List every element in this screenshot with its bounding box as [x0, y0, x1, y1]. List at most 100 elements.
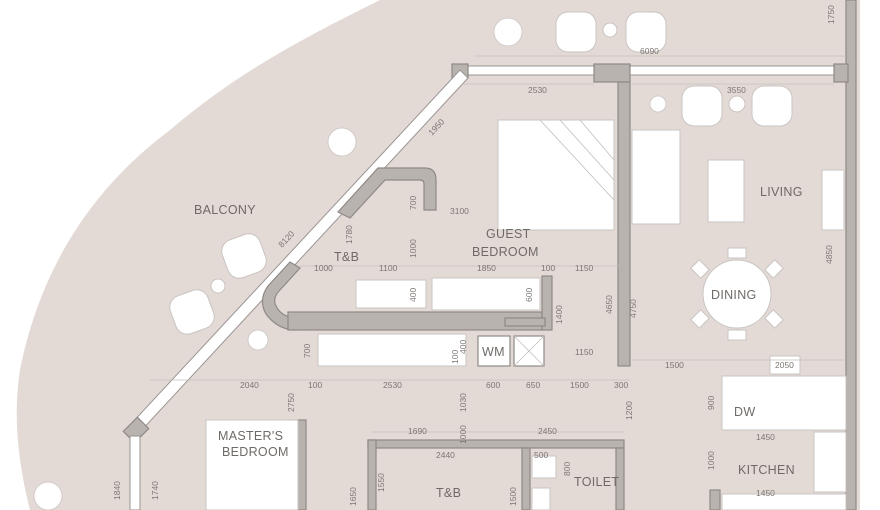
dim-800: 800: [562, 462, 572, 476]
dining-chair-2: [727, 329, 747, 341]
wall-tb-lower-left: [367, 439, 377, 510]
wall-stub: [504, 317, 546, 327]
dim-1200: 1200: [624, 401, 634, 420]
dim-1500: 1500: [570, 380, 589, 390]
dim-1780: 1780: [344, 225, 354, 244]
window-wall-left: [129, 435, 141, 510]
wall-guest-living: [617, 81, 631, 367]
floor-area: [16, 0, 861, 510]
dining-chair-4: [764, 259, 784, 279]
kitchen-counter-top: [721, 375, 847, 431]
side-table: [728, 95, 746, 113]
balcony-chair-1: [555, 11, 597, 53]
room-label-kitchen: KITCHEN: [738, 463, 795, 477]
column-top-mid: [593, 63, 631, 83]
room-label-balcony: BALCONY: [194, 203, 256, 217]
room-label-dw: DW: [734, 405, 755, 419]
dim-1550: 1550: [376, 473, 386, 492]
dim-1450b: 1450: [756, 488, 775, 498]
plant-5: [649, 95, 667, 113]
column-top-right: [833, 63, 849, 83]
sofa: [631, 129, 681, 225]
dim-1850: 1850: [477, 263, 496, 273]
dim-2440: 2440: [436, 450, 455, 460]
room-label-dining: DINING: [711, 288, 757, 302]
dim-1000b: 1000: [408, 239, 418, 258]
dim-1500-tb: 1500: [508, 487, 518, 506]
wardrobe-mid: [317, 333, 467, 367]
wm-box: [477, 335, 511, 367]
dim-1100: 1100: [379, 263, 398, 273]
room-label-bedroom: BEDROOM: [472, 245, 539, 259]
dim-1840: 1840: [112, 481, 122, 500]
balcony-chair-2: [625, 11, 667, 53]
dim-700: 700: [408, 196, 418, 210]
balcony-table-top: [602, 22, 618, 38]
dim-650: 650: [526, 380, 540, 390]
dim-600: 600: [524, 288, 534, 302]
dim-2530b: 2530: [383, 380, 402, 390]
dim-900: 900: [706, 396, 716, 410]
room-label-wm: WM: [482, 345, 505, 359]
room-label-living: LIVING: [760, 185, 803, 199]
dim-1450a: 1450: [756, 432, 775, 442]
plant-1: [493, 17, 523, 47]
tb-counter: [355, 279, 427, 309]
wall-kitchen-left: [709, 489, 721, 510]
tb-upper-block: [337, 167, 437, 219]
dim-500: 500: [534, 450, 548, 460]
dim-600b: 600: [486, 380, 500, 390]
dim-300: 300: [614, 380, 628, 390]
wall-toilet-left: [521, 447, 531, 510]
dim-1690: 1690: [408, 426, 427, 436]
room-label-tb-lower: T&B: [436, 486, 461, 500]
dim-100a: 100: [541, 263, 555, 273]
balcony-chair-3: [221, 233, 267, 279]
armchair-2: [751, 85, 793, 127]
dim-1650: 1650: [348, 487, 358, 506]
toilet-wc: [531, 487, 551, 510]
dim-1500-living: 1500: [665, 360, 684, 370]
dim-6090: 6090: [640, 46, 659, 56]
dim-700b: 700: [302, 344, 312, 358]
armchair-1: [681, 85, 723, 127]
guest-bed: [497, 119, 615, 231]
dim-2050: 2050: [775, 360, 794, 370]
masters-bed: [205, 419, 299, 510]
dim-1150b: 1150: [575, 347, 594, 357]
dim-3100: 3100: [450, 206, 469, 216]
kitchen-sink-area: [813, 431, 847, 493]
dim-3550: 3550: [727, 85, 746, 95]
dim-400: 400: [408, 288, 418, 302]
fridge: [769, 355, 801, 375]
dim-1000d: 1000: [706, 451, 716, 470]
dim-2450: 2450: [538, 426, 557, 436]
room-label-toilet: TOILET: [574, 475, 619, 489]
dim-1000a: 1000: [314, 263, 333, 273]
room-label-masters: MASTER'S: [218, 429, 283, 443]
dim-1400: 1400: [554, 305, 564, 324]
dining-chair-6: [764, 309, 784, 329]
plant-2: [327, 127, 357, 157]
dim-400b: 400: [458, 340, 468, 354]
dim-1150a: 1150: [575, 263, 594, 273]
tv-console: [821, 169, 845, 231]
balcony-table-left: [210, 278, 226, 294]
dim-2750: 2750: [286, 393, 296, 412]
wall-guest-lower: [541, 275, 553, 331]
plant-3: [247, 329, 269, 351]
dim-1030: 1030: [458, 393, 468, 412]
wall-tb-lower: [367, 439, 625, 449]
window-wall-top: [461, 65, 847, 76]
dim-100b: 100: [450, 350, 460, 364]
dim-100c: 100: [308, 380, 322, 390]
dim-4750: 4750: [628, 299, 638, 318]
room-label-guest: GUEST: [486, 227, 531, 241]
dim-1740: 1740: [150, 481, 160, 500]
kitchen-counter-bottom: [721, 493, 847, 510]
room-label-tb-upper: T&B: [334, 250, 359, 264]
dining-chair-3: [690, 259, 710, 279]
wall-toilet-right: [615, 447, 625, 510]
balcony-chair-4: [169, 289, 215, 335]
